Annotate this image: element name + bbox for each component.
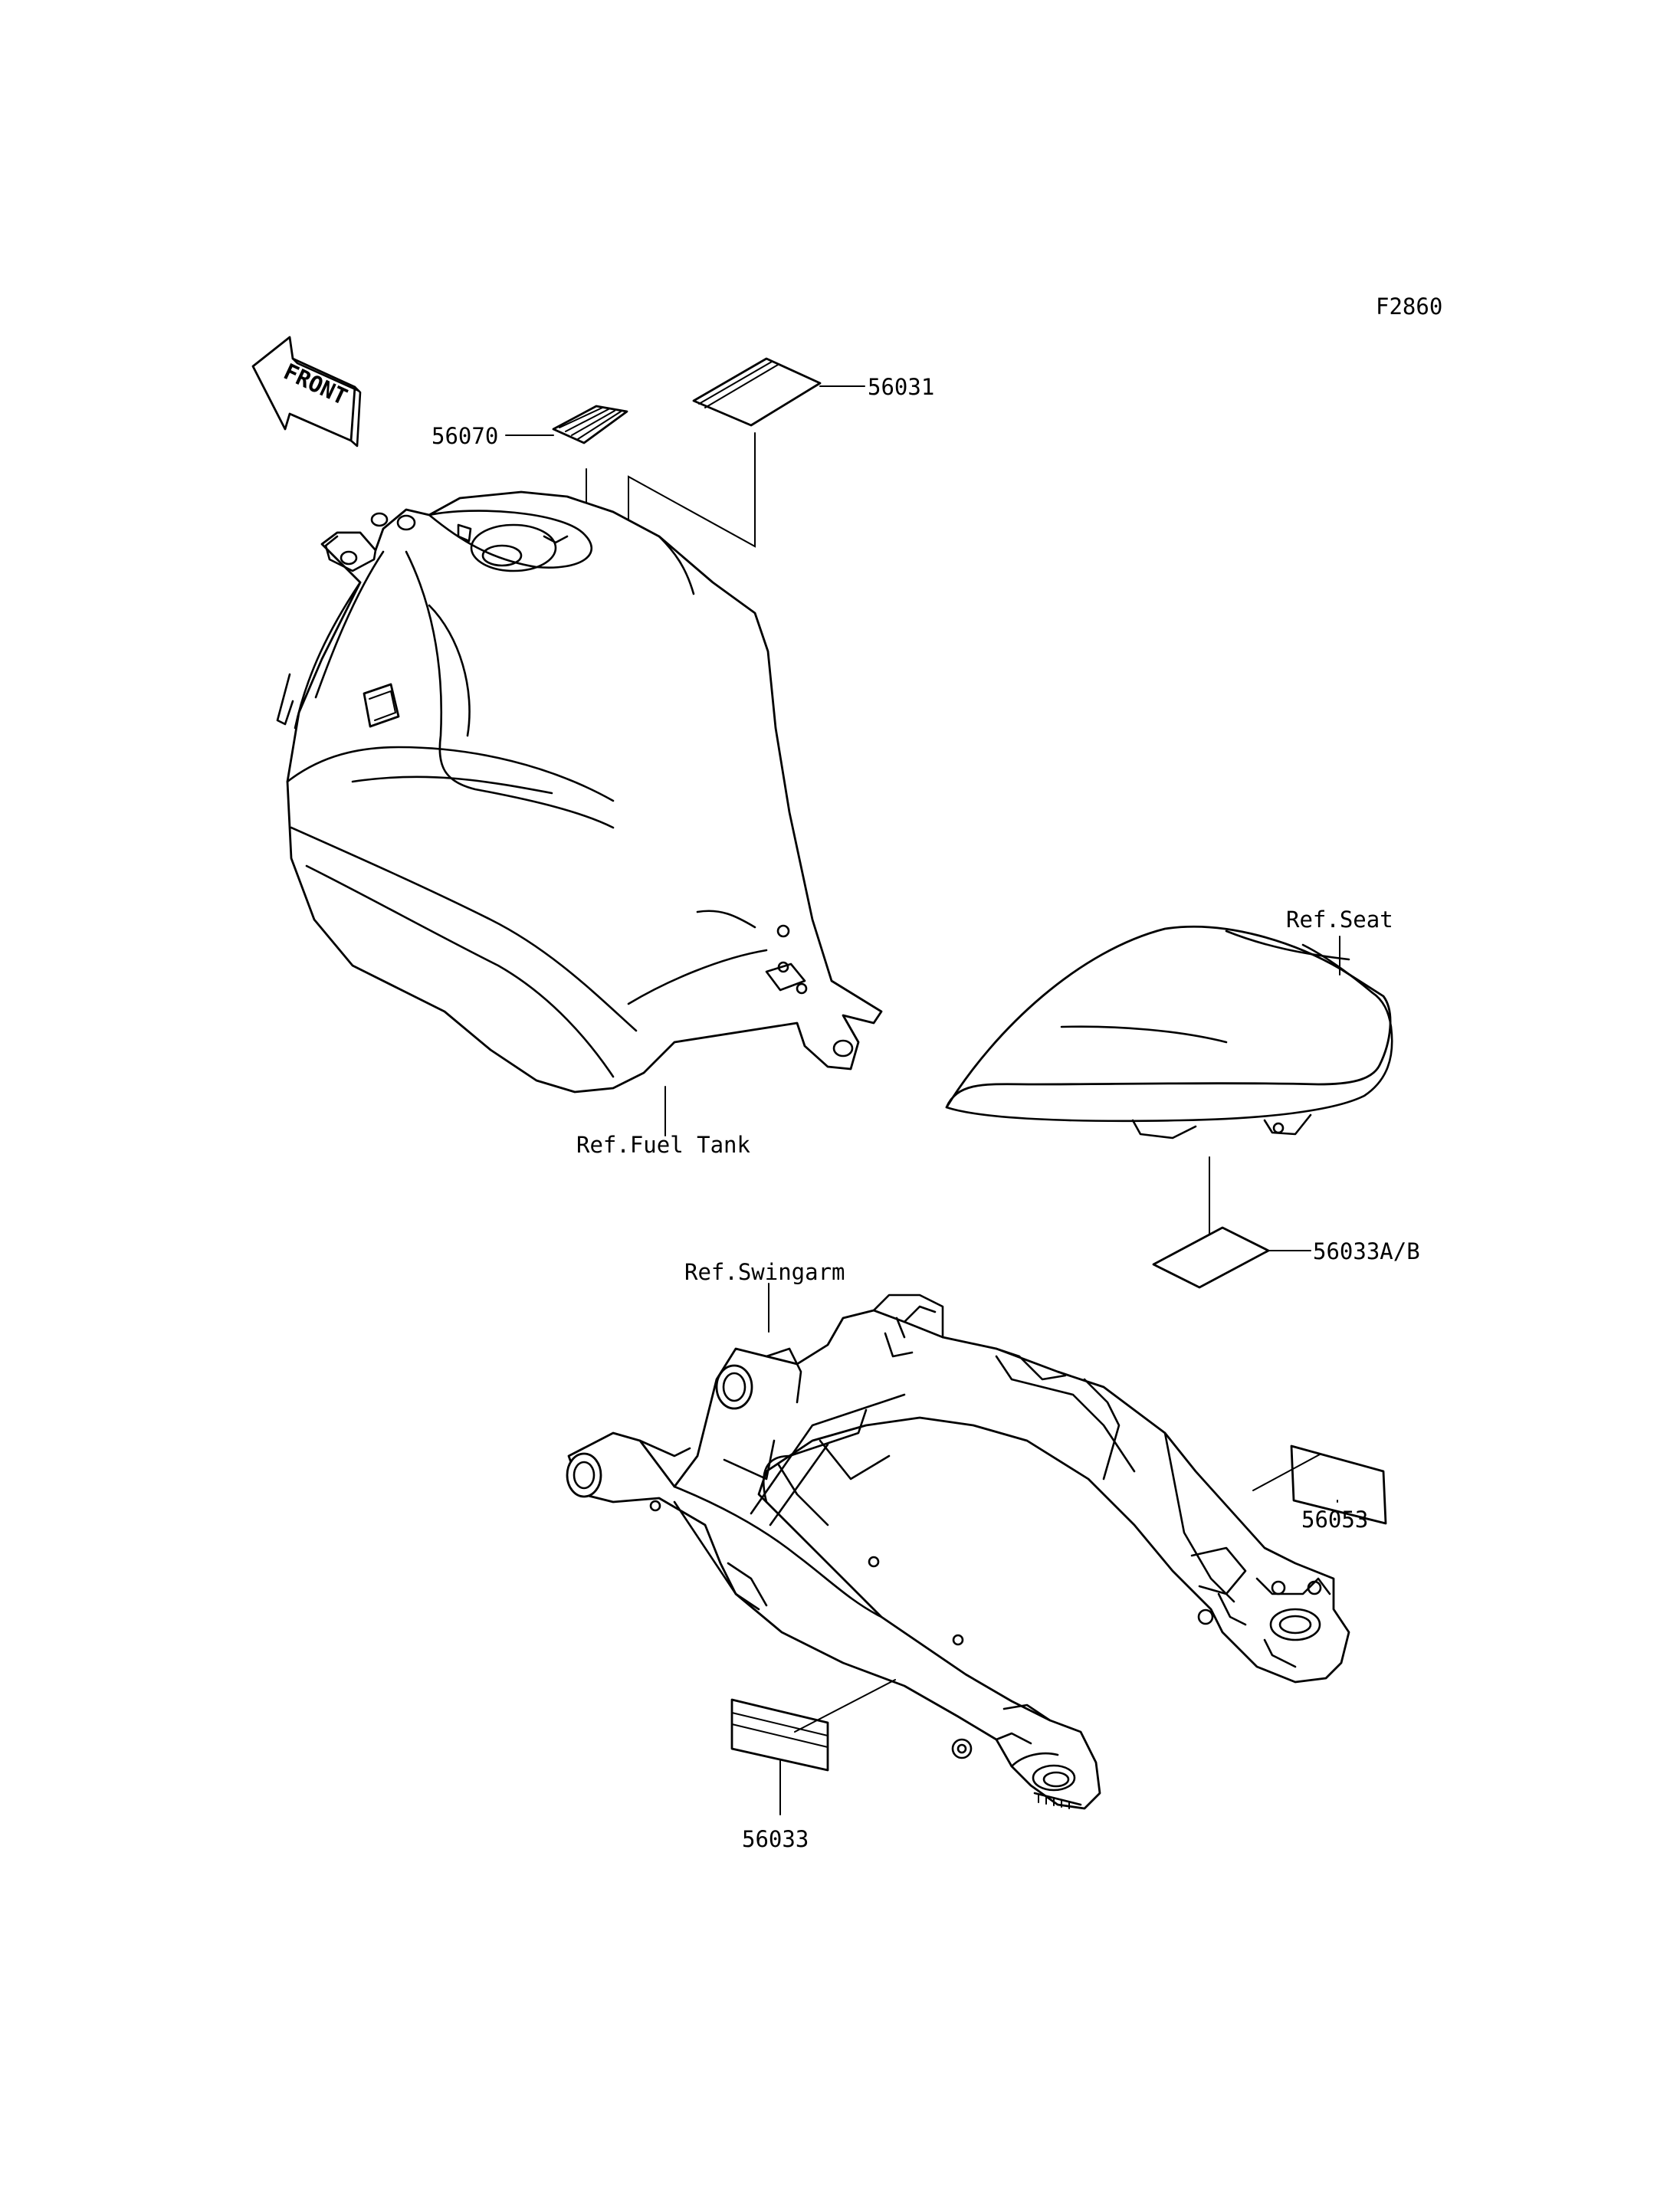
callout-56070: 56070 (431, 423, 498, 449)
decal-56070 (552, 405, 628, 444)
decal-56033 (730, 1698, 829, 1772)
fuel-tank (276, 490, 883, 1094)
callout-56053: 56053 (1301, 1507, 1368, 1533)
ref-fuel-tank: Ref.Fuel Tank (576, 1132, 751, 1158)
callout-56031: 56031 (868, 374, 934, 400)
front-arrow-icon: FRONT (251, 336, 362, 448)
ref-swingarm: Ref.Swingarm (684, 1259, 845, 1285)
decal-56031 (692, 357, 822, 427)
leader-56053 (1252, 1454, 1321, 1491)
decal-56033ab (1152, 1226, 1270, 1289)
leader-56033-arm (794, 1679, 896, 1733)
figure-code: F2860 (1376, 293, 1442, 320)
ref-seat: Ref.Seat (1286, 907, 1393, 933)
callout-56033ab: 56033A/B (1313, 1238, 1420, 1264)
decal-56053 (1290, 1444, 1387, 1525)
callout-56033: 56033 (742, 1826, 809, 1852)
swingarm (566, 1294, 1350, 1810)
seat (945, 925, 1393, 1139)
